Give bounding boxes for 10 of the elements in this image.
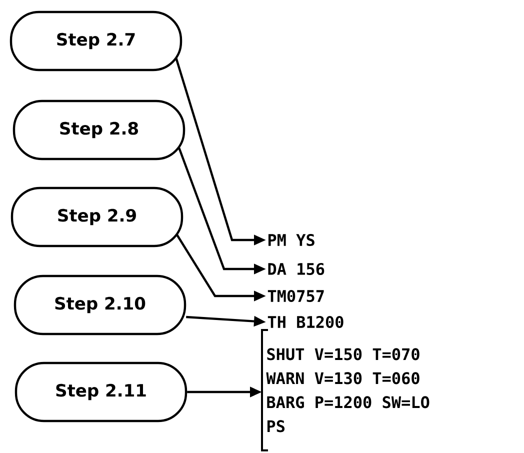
step-pill: Step 2.11 bbox=[14, 362, 188, 422]
code-line: TM0757 bbox=[268, 290, 324, 302]
bracketed-code-block: SHUT V=150 T=070 WARN V=130 T=060 BARG P=1200 SW=LO PS bbox=[261, 329, 430, 452]
step-pill: Step 2.8 bbox=[12, 100, 186, 160]
step-pill: Step 2.10 bbox=[14, 274, 186, 336]
code-line: PM YS bbox=[268, 234, 314, 246]
step-pill: Step 2.7 bbox=[10, 10, 182, 72]
code-line: TH B1200 bbox=[268, 316, 344, 328]
step-pill: Step 2.9 bbox=[10, 186, 184, 248]
code-line: DA 156 bbox=[268, 262, 324, 276]
